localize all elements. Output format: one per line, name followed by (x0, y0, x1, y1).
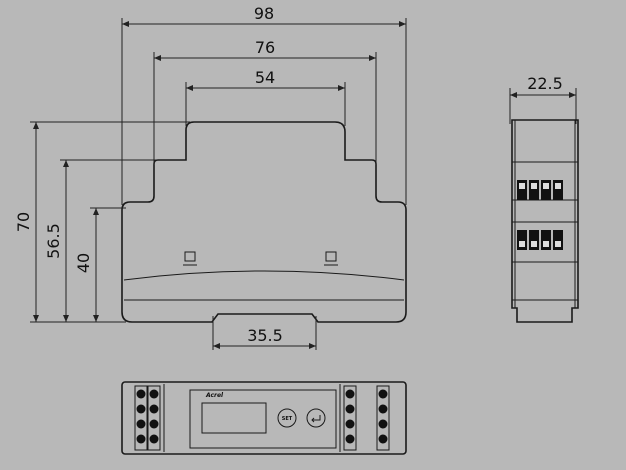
enter-button (306, 408, 326, 428)
front-panel: Acrel SET (189, 389, 337, 449)
display-window (201, 402, 267, 434)
dimension-rail-width: 35.5 (247, 326, 283, 345)
enter-icon (311, 415, 321, 423)
top-view: Acrel SET (121, 381, 407, 455)
set-button-label: SET (282, 416, 293, 422)
front-view-lower-edge (123, 270, 405, 281)
brand-logo: Acrel (205, 392, 224, 399)
rail-dimension: 35.5 (212, 316, 317, 350)
set-button (277, 408, 297, 428)
dimension-middle-height: 56.5 (44, 223, 63, 259)
front-view (121, 121, 407, 323)
top-view-terminals-left (134, 385, 161, 451)
dimension-overall-height: 70 (14, 212, 33, 232)
height-dimensions: 70 56.5 40 (14, 121, 190, 323)
top-view-outline (121, 381, 407, 455)
side-view: 22.5 (509, 74, 579, 323)
front-view-clip-left (184, 251, 196, 262)
side-view-terminals-top (517, 180, 563, 200)
side-view-outline (511, 119, 579, 323)
dimension-top-width: 54 (255, 68, 275, 87)
dimension-lower-height: 40 (74, 253, 93, 273)
width-dimensions: 98 76 54 (121, 4, 407, 205)
dimension-overall-width: 98 (254, 4, 274, 23)
side-view-terminals-bottom (517, 230, 563, 250)
front-view-clip-right (325, 251, 337, 262)
dimension-middle-width: 76 (255, 38, 275, 57)
top-view-terminals-right (343, 385, 390, 451)
dimension-side-depth: 22.5 (527, 74, 563, 93)
front-view-outline (121, 121, 407, 323)
